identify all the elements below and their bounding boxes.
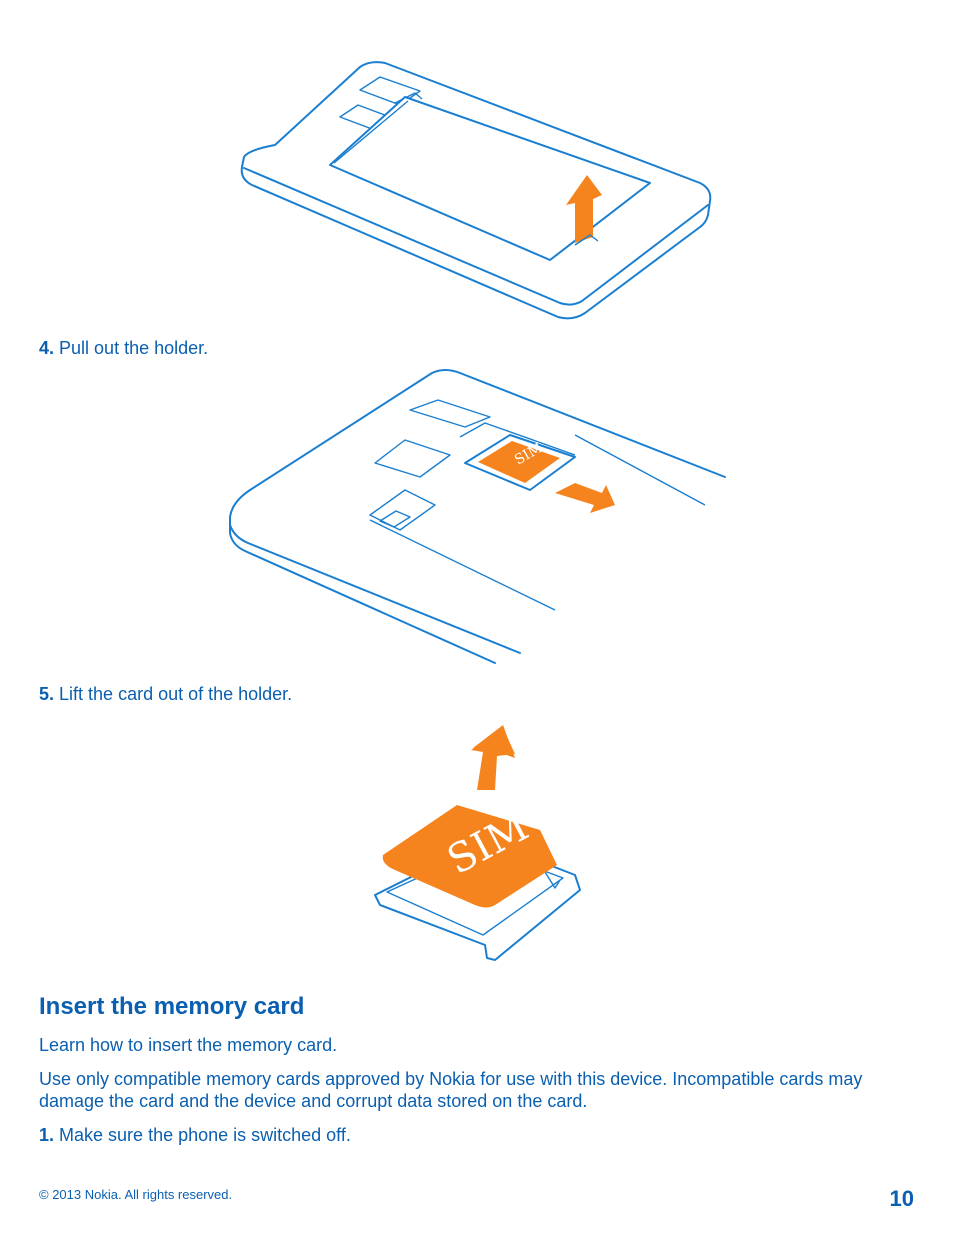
warning-text: Use only compatible memory cards approve… [39,1069,863,1111]
page-number: 10 [889,1186,914,1211]
step-5: 5. Lift the card out of the holder. [39,683,292,705]
lift-arrow-icon [566,175,602,243]
section-heading: Insert the memory card [39,993,305,1020]
sim-card: SIM [382,804,557,908]
battery-removal-illustration [240,61,712,320]
step-number: 5. [39,684,55,704]
sim-card: SIM [478,440,560,483]
intro-text: Learn how to insert the memory card. [39,1035,338,1055]
sim-card-lift-illustration: SIM [374,725,581,961]
step-number: 4. [39,338,55,358]
sim-holder-removal-illustration: SIM [229,369,726,664]
step-text: Lift the card out of the holder. [59,684,293,704]
step-4: 4. Pull out the holder. [39,337,208,359]
pull-arrow-icon [555,483,615,513]
lift-arrow-icon [471,725,515,790]
copyright-notice: © 2013 Nokia. All rights reserved. [39,1187,233,1202]
step-1: 1. Make sure the phone is switched off. [39,1124,351,1146]
step-text: Pull out the holder. [59,338,209,358]
step-number: 1. [39,1125,55,1145]
step-text: Make sure the phone is switched off. [59,1125,351,1145]
